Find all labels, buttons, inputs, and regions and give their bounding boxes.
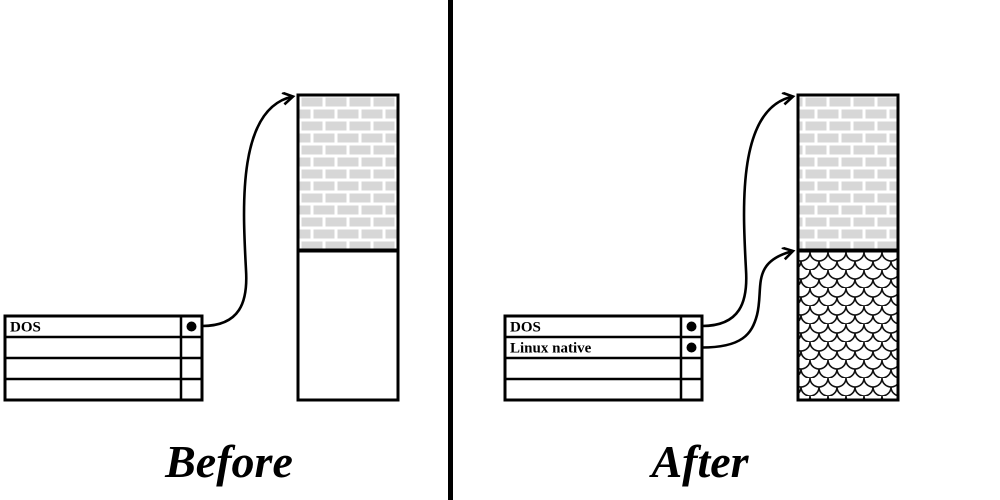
partition-label-dos: DOS [510,320,541,336]
partition-row-dividers [5,335,202,381]
disk-region-brick [799,96,897,249]
disk-region-brick [299,96,397,249]
partition-link-dot [186,321,197,332]
disk-region-scales [799,252,897,399]
before-panel: DOS Before [3,93,400,487]
partition-label-dos: DOS [10,320,41,336]
dos-to-disk-arrow [201,97,293,328]
after-panel: DOS Linux native After [503,93,900,487]
before-partition-table: DOS [3,314,204,402]
partition-link-dot [686,321,697,332]
partition-label-linux-native: Linux native [510,341,592,357]
after-caption: After [648,436,749,487]
partition-row-dividers [505,335,702,381]
partition-link-dot [686,342,697,353]
before-disk [296,93,400,402]
dos-to-disk-arrow [701,97,793,328]
linux-to-disk-arrow [701,251,793,349]
after-disk [796,93,900,402]
before-caption: Before [164,436,293,487]
after-partition-table: DOS Linux native [503,314,704,402]
panel-divider [448,0,453,500]
